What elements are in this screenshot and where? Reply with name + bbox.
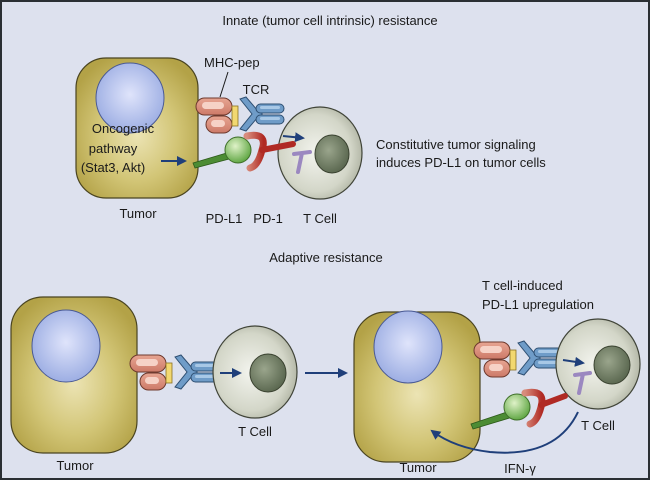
adaptive-pd-l1-ligand — [503, 393, 531, 421]
pd-l1-ligand — [224, 136, 252, 164]
pd-l1-label: PD-L1 — [206, 211, 243, 226]
adaptive-left-tumor-label: Tumor — [56, 458, 94, 473]
mhc-pep-label: MHC-pep — [204, 55, 260, 70]
ifn-gamma-label: IFN-γ — [504, 461, 536, 476]
adaptive-pd-1-receptor-stalk — [538, 393, 568, 408]
oncogenic-label-line1: Oncogenic — [92, 121, 155, 136]
oncogenic-label-line3: (Stat3, Akt) — [81, 160, 145, 175]
ifn-gamma-arrow — [430, 411, 579, 454]
innate-note-line2: induces PD-L1 on tumor cells — [376, 155, 546, 170]
adaptive-right-t-cell-label: T Cell — [581, 418, 615, 433]
adaptive-right-tcr-signal-arrow — [562, 356, 585, 367]
tcr-signal-arrow — [282, 132, 305, 143]
innate-t-cell-label: T Cell — [303, 211, 337, 226]
adaptive-left-t-cell-nucleus — [249, 353, 287, 393]
oncogenic-label-line2: pathway — [89, 141, 138, 156]
innate-t-cell-nucleus — [314, 134, 350, 174]
adaptive-note-line1: T cell-induced — [482, 278, 563, 293]
adaptive-right-t-cell-nucleus — [593, 345, 631, 385]
adaptive-left-tumor-nucleus — [31, 309, 101, 383]
tumor-nucleus — [95, 62, 165, 134]
adaptive-title: Adaptive resistance — [269, 250, 382, 265]
innate-title: Innate (tumor cell intrinsic) resistance — [222, 13, 437, 28]
mhc-pep-leader-line — [219, 71, 229, 98]
adaptive-left-t-cell-label: T Cell — [238, 424, 272, 439]
innate-panel: Innate (tumor cell intrinsic) resistance… — [75, 13, 546, 226]
adaptive-panel: Adaptive resistance Tumor T Cell Tumor T… — [10, 250, 641, 476]
adaptive-right-tumor-nucleus — [373, 310, 443, 384]
inhibitory-signal-icon — [292, 150, 312, 174]
pd-1-receptor-stalk — [259, 141, 296, 153]
adaptive-note-line2: PD-L1 upregulation — [482, 297, 594, 312]
adaptive-inhibitory-signal-icon — [573, 371, 592, 395]
innate-tumor-label: Tumor — [119, 206, 157, 221]
pd-1-label: PD-1 — [253, 211, 283, 226]
innate-note-line1: Constitutive tumor signaling — [376, 137, 536, 152]
adaptive-right-tumor-label: Tumor — [399, 460, 437, 475]
tcr-label: TCR — [243, 82, 270, 97]
